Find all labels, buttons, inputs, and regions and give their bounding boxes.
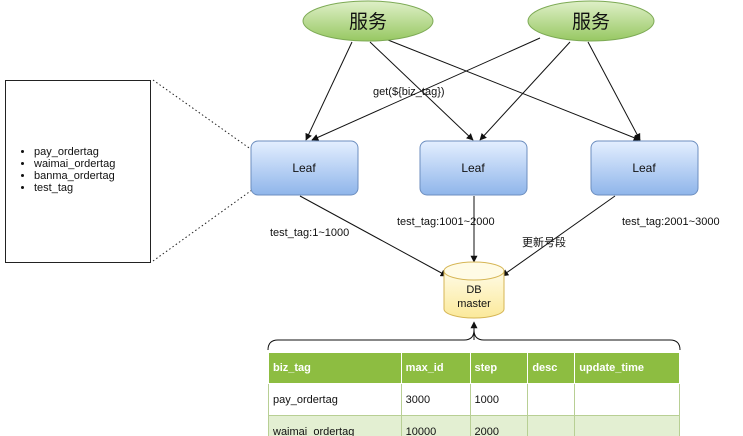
column-header-max-id: max_id [400,352,471,384]
table-cell: 2000 [469,415,529,436]
table-cell [574,415,680,436]
leaf-label-2: Leaf [461,161,485,175]
biz-tag-list-box: pay_ordertag waimai_ordertag banma_order… [5,80,151,263]
table-brace [267,329,681,351]
table-cell [527,415,576,436]
update-segment-label: 更新号段 [522,235,566,249]
table-row: pay_ordertag 3000 1000 [268,383,680,416]
table-header-row: biz_tag max_id step desc update_time [268,352,680,384]
leaf-label-1: Leaf [292,161,316,175]
table-row: waimai_ordertag 10000 2000 [268,415,680,436]
table-cell: 1000 [469,383,529,416]
leaf-node-2: Leaf [419,140,528,196]
leaf-range-label-1: test_tag:1~1000 [270,227,349,239]
table-cell [574,383,680,416]
table-cell: 3000 [400,383,471,416]
arrow-leaf1-db [299,195,448,277]
db-label-line2: master [457,298,491,310]
arrow-s2-leaf3 [587,41,641,141]
arrow-leaf3-db [501,195,616,277]
column-header-biz-tag: biz_tag [268,352,402,384]
service-node-2: 服务 [527,0,655,42]
service-node-1: 服务 [302,0,434,42]
leaf-node-1: Leaf [250,140,359,196]
list-item: pay_ordertag [34,146,115,158]
column-header-desc: desc [527,352,576,384]
service-label-2: 服务 [572,11,610,33]
table-cell: pay_ordertag [268,383,402,416]
leaf-to-db-arrows [299,195,616,277]
service-to-leaf-arrows [305,37,641,141]
list-item: banma_ordertag [34,170,115,182]
column-header-update-time: update_time [574,352,680,384]
column-header-step: step [469,352,529,384]
table-cell [527,383,576,416]
table-cell: 10000 [400,415,471,436]
leaf-range-label-3: test_tag:2001~3000 [622,216,720,228]
leaf-label-3: Leaf [632,161,656,175]
table-cell: waimai_ordertag [268,415,402,436]
arrow-s1-leaf1 [305,41,353,141]
list-item: test_tag [34,182,115,194]
leaf-range-label-2: test_tag:1001~2000 [397,216,495,228]
leaf-alloc-table: biz_tag max_id step desc update_time pay… [268,352,680,436]
arrow-s2-leaf1 [311,37,541,141]
request-label: get(${biz_tag}) [373,86,445,98]
zoom-dotted-lines [152,79,253,262]
biz-tag-list: pay_ordertag waimai_ordertag banma_order… [20,146,115,194]
db-label-line1: DB [466,284,481,296]
arrow-s2-leaf2 [479,41,571,141]
service-label-1: 服务 [349,11,387,33]
leaf-node-3: Leaf [590,140,699,196]
db-master-cylinder: DB master [443,261,505,319]
arrow-s1-leaf3 [387,39,641,141]
list-item: waimai_ordertag [34,158,115,170]
